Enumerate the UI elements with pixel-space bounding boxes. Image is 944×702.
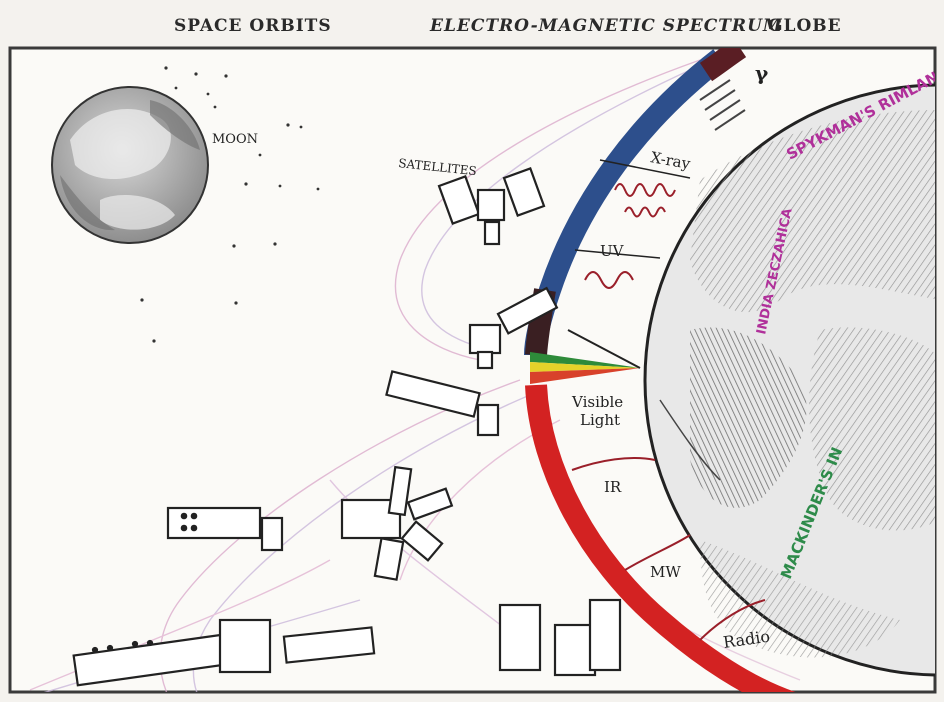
- satellite-5: [340, 465, 454, 581]
- moon: [51, 86, 209, 244]
- spectrum-arc: [524, 48, 796, 692]
- label-moon: MOON: [212, 132, 258, 147]
- label-visible: Visible: [571, 393, 623, 411]
- header-space-orbits: SPACE ORBITS: [174, 16, 332, 36]
- satellite-4: [166, 506, 284, 552]
- label-gamma: γ: [755, 61, 769, 85]
- satellite-7: [498, 598, 622, 677]
- label-mw: MW: [650, 563, 681, 581]
- label-ir: IR: [604, 478, 622, 496]
- satellite-1: [437, 167, 546, 246]
- satellite-3: [385, 370, 500, 437]
- header-em-spectrum: ELECTRO-MAGNETIC SPECTRUM: [430, 16, 783, 36]
- satellite-2: [468, 286, 559, 370]
- header-globe: GLOBE: [768, 16, 842, 36]
- spectrum-waves: [584, 79, 746, 289]
- label-uv: UV: [600, 242, 625, 260]
- globe: [643, 83, 935, 677]
- label-light: Light: [580, 411, 620, 429]
- satellites: [72, 167, 622, 687]
- satellite-6: [72, 618, 376, 687]
- stars: [140, 66, 320, 343]
